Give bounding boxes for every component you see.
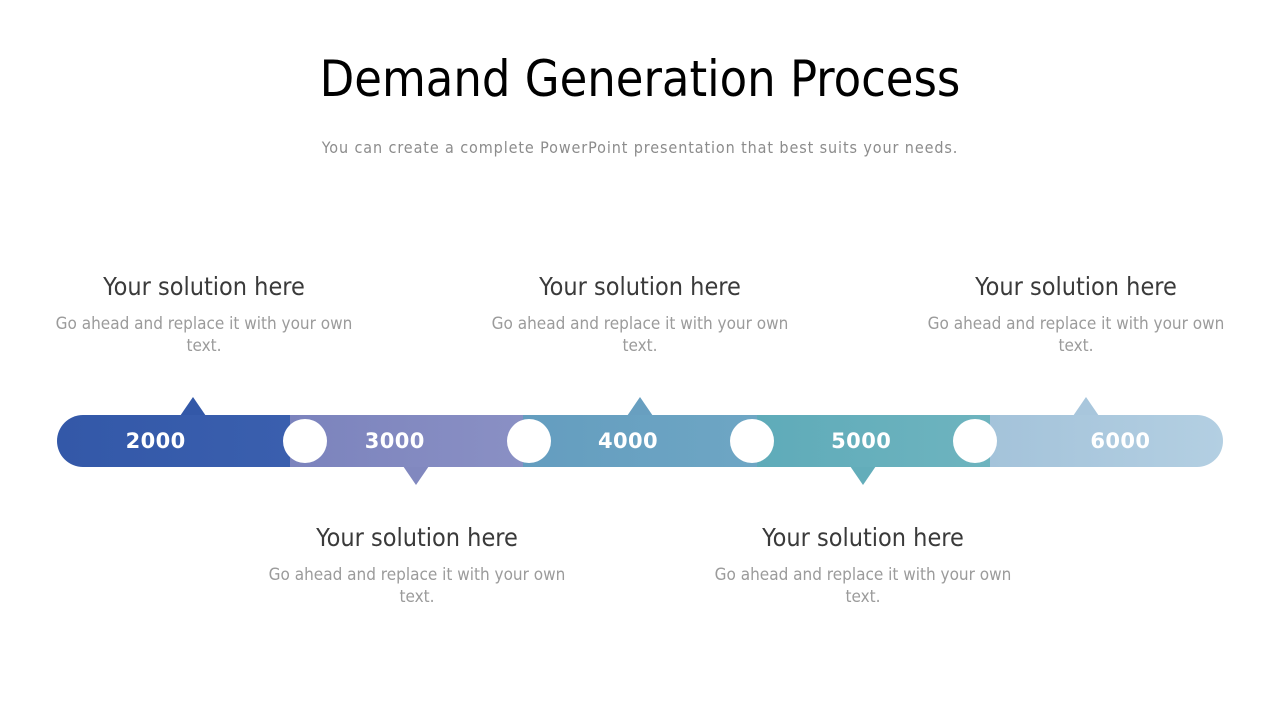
timeline-segment-6000[interactable]: 6000 (989, 415, 1223, 467)
timeline-node-circle[interactable] (283, 419, 327, 463)
timeline-pointer-up-icon (180, 397, 206, 416)
timeline-pointer-up-icon (1073, 397, 1099, 416)
caption-body: Go ahead and replace it with your own te… (491, 314, 789, 357)
timeline-segment-5000[interactable]: 5000 (756, 415, 990, 467)
timeline-segment-label: 6000 (1090, 429, 1151, 453)
timeline-bar[interactable]: 2000 3000 4000 5000 6000 (57, 415, 1223, 467)
timeline-node-circle[interactable] (730, 419, 774, 463)
caption-heading: Your solution here (539, 272, 741, 301)
caption-body: Go ahead and replace it with your own te… (927, 314, 1225, 357)
timeline-node-circle[interactable] (953, 419, 997, 463)
caption-heading: Your solution here (762, 523, 964, 552)
timeline-segment-label: 5000 (831, 429, 892, 453)
timeline-pointer-down-icon (850, 466, 876, 485)
page-subtitle: You can create a complete PowerPoint pre… (321, 138, 959, 157)
caption-block-4: Your solution here Go ahead and replace i… (713, 523, 1013, 609)
timeline-segment-3000[interactable]: 3000 (290, 415, 524, 467)
caption-body: Go ahead and replace it with your own te… (55, 314, 353, 357)
page-title: Demand Generation Process (319, 50, 961, 108)
caption-heading: Your solution here (316, 523, 518, 552)
timeline-segment-label: 4000 (597, 429, 659, 453)
timeline-segment-label: 3000 (364, 429, 425, 453)
caption-body: Go ahead and replace it with your own te… (714, 565, 1012, 608)
caption-block-2: Your solution here Go ahead and replace i… (267, 523, 567, 609)
timeline-segment-label: 2000 (125, 429, 186, 453)
timeline-pointer-up-icon (627, 397, 653, 416)
caption-body: Go ahead and replace it with your own te… (268, 565, 566, 608)
timeline-node-circle[interactable] (507, 419, 551, 463)
caption-heading: Your solution here (103, 272, 305, 301)
timeline-segment-2000[interactable]: 2000 (57, 415, 291, 467)
timeline-segment-4000[interactable]: 4000 (523, 415, 757, 467)
caption-block-1: Your solution here Go ahead and replace i… (54, 272, 354, 358)
timeline-pointer-down-icon (403, 466, 429, 485)
caption-block-3: Your solution here Go ahead and replace i… (490, 272, 790, 358)
caption-block-5: Your solution here Go ahead and replace i… (926, 272, 1226, 358)
caption-heading: Your solution here (975, 272, 1177, 301)
